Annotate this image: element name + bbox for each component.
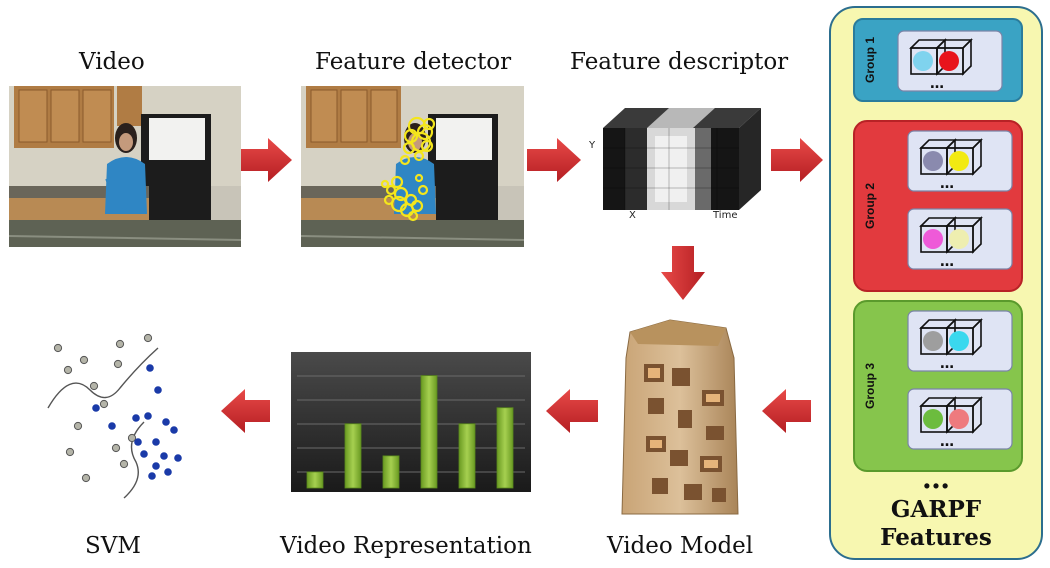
- group-3-label: Group 3: [863, 363, 877, 410]
- feature-color-dot: [949, 229, 969, 249]
- svm-point-blue: [152, 462, 160, 470]
- svm-point-gray: [111, 443, 121, 453]
- svm-point-gray: [143, 333, 153, 343]
- panel-title-line2: Features: [880, 524, 992, 551]
- bar: [382, 455, 400, 489]
- svm-point-gray: [53, 343, 63, 353]
- svm-point-gray: [115, 339, 125, 349]
- panel-ellipsis: …: [922, 462, 950, 495]
- bar: [306, 471, 324, 489]
- svm-point-blue: [148, 472, 156, 480]
- svm-point-blue: [164, 468, 172, 476]
- svm-point-gray: [99, 399, 109, 409]
- svm-point-gray: [127, 433, 137, 443]
- svm-point-blue: [134, 438, 142, 446]
- arrow-left-icon: [221, 389, 270, 433]
- feature-cell: …: [907, 388, 1013, 450]
- arrow-down-icon: [661, 246, 705, 300]
- svm-point-gray: [79, 355, 89, 365]
- cell-ellipsis: …: [940, 434, 954, 450]
- svm-point-blue: [92, 404, 100, 412]
- label-feature-descriptor: Feature descriptor: [570, 49, 789, 75]
- feature-cell: …: [907, 208, 1013, 270]
- feature-color-dot: [949, 331, 969, 351]
- svm-point-gray: [65, 447, 75, 457]
- svm-point-gray: [73, 421, 83, 431]
- feature-color-dot: [923, 331, 943, 351]
- feature-cell: …: [897, 30, 1003, 92]
- axis-x-label: X: [629, 210, 636, 221]
- svm-point-gray: [113, 359, 123, 369]
- bar: [420, 375, 438, 489]
- axis-y-label: Y: [588, 140, 596, 151]
- feature-cell: …: [907, 310, 1013, 372]
- axis-time-label: Time: [712, 210, 737, 221]
- feature-detector-image: [301, 86, 524, 247]
- cell-ellipsis: …: [940, 356, 954, 372]
- cell-ellipsis: …: [940, 176, 954, 192]
- svm-point-blue: [144, 412, 152, 420]
- svm-point-blue: [170, 426, 178, 434]
- svm-point-blue: [152, 438, 160, 446]
- svm-point-gray: [119, 459, 129, 469]
- svm-point-blue: [140, 450, 148, 458]
- label-video-model: Video Model: [607, 533, 754, 559]
- video-representation-chart: [291, 352, 531, 492]
- bar: [496, 407, 514, 489]
- video-frame-image: [9, 86, 241, 247]
- feature-color-dot: [939, 51, 959, 71]
- svm-point-gray: [89, 381, 99, 391]
- group-1-label: Group 1: [863, 37, 877, 84]
- group-3-box: Group 3 … …: [853, 300, 1023, 472]
- feature-color-dot: [923, 409, 943, 429]
- arrow-left-icon: [762, 389, 811, 433]
- feature-color-dot: [913, 51, 933, 71]
- arrow-left-icon: [546, 389, 598, 433]
- group-1-box: Group 1 …: [853, 18, 1023, 102]
- svm-point-blue: [174, 454, 182, 462]
- feature-color-dot: [949, 409, 969, 429]
- feature-cell: …: [907, 130, 1013, 192]
- svm-scatter-image: [40, 330, 200, 510]
- feature-descriptor-cube: Y X Time: [585, 100, 775, 230]
- arrow-right-icon: [527, 138, 581, 182]
- cell-ellipsis: …: [930, 76, 944, 92]
- panel-title-line1: GARPF: [890, 496, 982, 523]
- svm-point-blue: [154, 386, 162, 394]
- svm-point-blue: [162, 418, 170, 426]
- feature-color-dot: [923, 151, 943, 171]
- svm-point-gray: [81, 473, 91, 483]
- svm-point-blue: [146, 364, 154, 372]
- label-video-representation: Video Representation: [280, 533, 532, 559]
- group-2-label: Group 2: [863, 183, 877, 230]
- bar: [344, 423, 362, 489]
- feature-color-dot: [923, 229, 943, 249]
- video-model-bag-image: [608, 318, 758, 518]
- arrow-right-icon: [238, 138, 292, 182]
- svm-point-gray: [63, 365, 73, 375]
- svm-point-blue: [132, 414, 140, 422]
- bar: [458, 423, 476, 489]
- label-video: Video: [79, 49, 145, 75]
- group-2-box: Group 2 … …: [853, 120, 1023, 292]
- arrow-right-icon: [771, 138, 823, 182]
- cell-ellipsis: …: [940, 254, 954, 270]
- svm-point-blue: [108, 422, 116, 430]
- label-svm: SVM: [85, 533, 141, 559]
- garpf-features-panel: Group 1 … Group 2 … … Group 3 … … … GARP…: [829, 6, 1043, 560]
- feature-color-dot: [949, 151, 969, 171]
- label-feature-detector: Feature detector: [315, 49, 512, 75]
- svm-point-blue: [160, 452, 168, 460]
